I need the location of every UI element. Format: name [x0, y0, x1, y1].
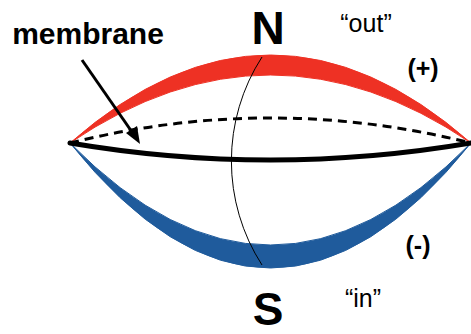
pole-label: N: [251, 5, 284, 51]
pole-label: S: [253, 286, 284, 332]
side-label: “in”: [345, 286, 381, 311]
sign-label: (+): [407, 56, 438, 81]
part-label: membrane: [12, 19, 164, 49]
leader-line: [82, 60, 132, 132]
north-band: [70, 55, 471, 143]
sign-label: (-): [406, 233, 431, 258]
leader-arrowhead: [126, 126, 140, 144]
south-band: [70, 143, 471, 268]
side-label: “out”: [340, 11, 391, 36]
dashed-boundary: [70, 118, 471, 143]
membrane-line: [70, 143, 471, 160]
